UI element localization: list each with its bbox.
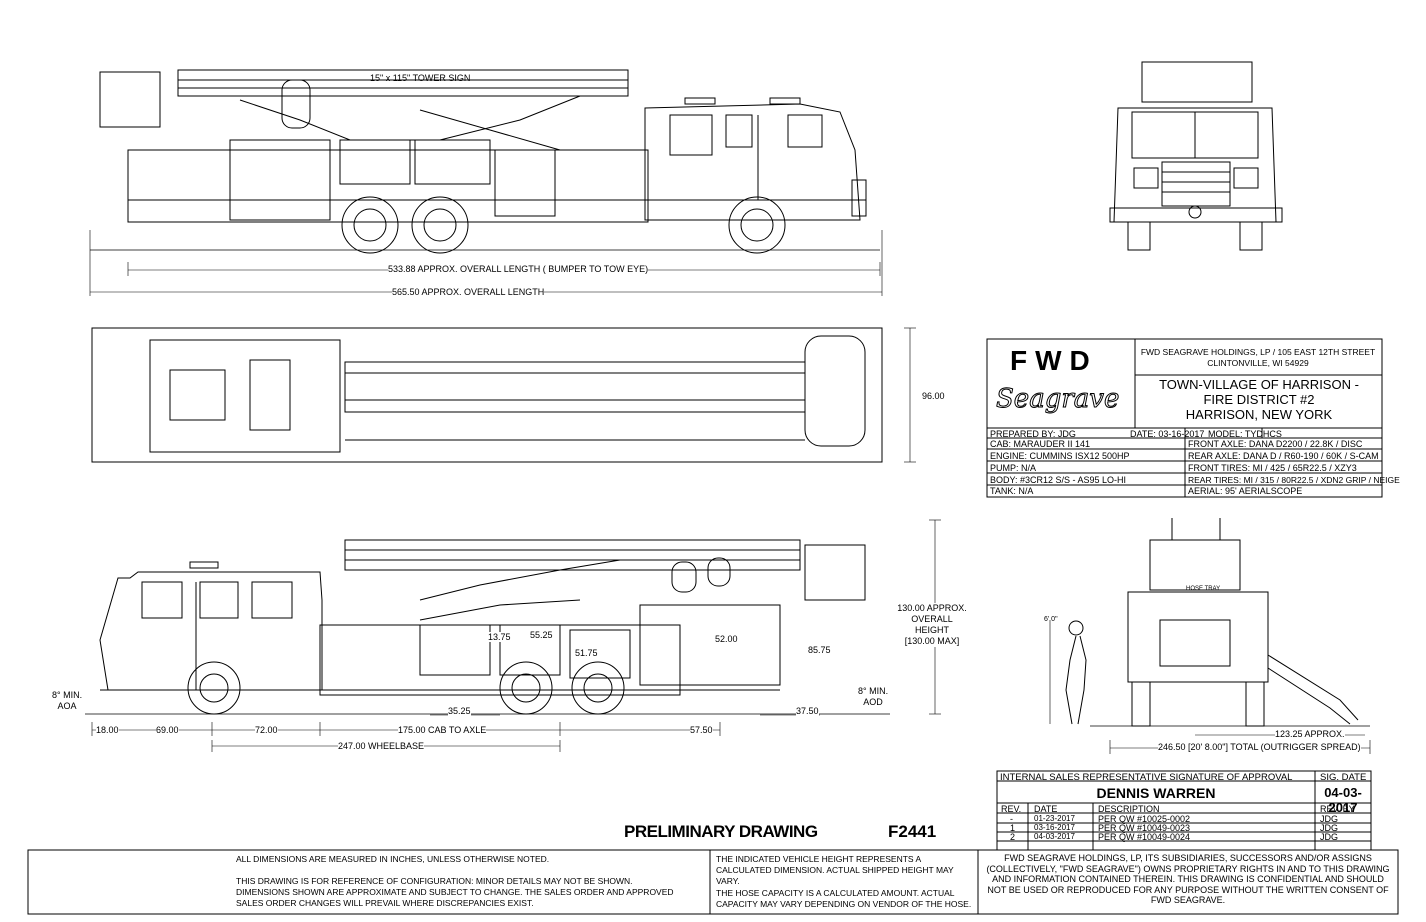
outrigger-half-dim: 123.25 APPROX. [1275,729,1345,739]
dim-55: 55.25 [530,630,553,640]
height-dim: 130.00 APPROX. OVERALL HEIGHT [130.00 MA… [896,603,968,647]
note-hose: THE HOSE CAPACITY IS A CALCULATED AMOUNT… [716,888,972,909]
dim-37: 37.50 [796,706,819,716]
side-view-bottom [85,519,941,752]
rev-row-0-desc: PER QW #10025-0002 [1098,814,1191,824]
rev-header-date: DATE [1034,804,1058,814]
rear-angle-dim: 8° MIN. AOD [858,686,889,707]
spec-front-tires: FRONT TIRES: MI / 425 / 65R22.5 / XZY3 [1188,463,1357,473]
front-angle-dim: 8° MIN. AOA [52,690,83,711]
rev-row-2-desc: PER QW #10049-0024 [1098,832,1191,842]
model: MODEL: TYDHCS [1208,429,1282,439]
note-proprietary: FWD SEAGRAVE HOLDINGS, LP, ITS SUBSIDIAR… [986,853,1390,905]
spec-engine: ENGINE: CUMMINS ISX12 500HP [990,451,1130,461]
rev-row-1-by: JDG [1320,823,1338,833]
spec-aerial: AERIAL: 95' AERIALSCOPE [1188,486,1303,496]
rear-view [1049,518,1371,754]
rev-header-by: REV. BY [1320,804,1355,814]
dim-52: 52.00 [715,634,738,644]
note-dimensions: ALL DIMENSIONS ARE MEASURED IN INCHES, U… [236,854,550,864]
approval-header: INTERNAL SALES REPRESENTATIVE SIGNATURE … [1000,772,1293,783]
dim-85: 85.75 [808,645,831,655]
outrigger-total-dim: 246.50 [20' 8.00"] TOTAL (OUTRIGGER SPRE… [1158,742,1361,752]
rev-row-2-rev: 2 [1010,832,1016,842]
spec-rear-tires: REAR TIRES: MI / 315 / 80R22.5 / XDN2 GR… [1188,475,1400,485]
customer-name: TOWN-VILLAGE OF HARRISON - FIRE DISTRICT… [1159,377,1359,422]
spec-front-axle: FRONT AXLE: DANA D2200 / 22.8K / DISC [1188,439,1363,449]
dim-175: 175.00 CAB TO AXLE [398,725,487,735]
rev-header-desc: DESCRIPTION [1098,804,1160,814]
dim-57: 57.50 [690,725,713,735]
prepared-by: PREPARED BY: JDG [990,429,1076,439]
side-view-top [89,69,883,296]
approval-frame [996,770,1372,851]
rev-header-rev: REV. [1001,804,1022,814]
dim-69: 69.00 [156,725,179,735]
dim-72: 72.00 [255,725,278,735]
drawing-date: DATE: 03-16-2017 [1130,429,1205,439]
sig-date-label: SIG. DATE [1320,772,1367,783]
rev-row-1-rev: 1 [1010,823,1016,833]
spec-pump: PUMP: N/A [990,463,1037,473]
overall-length-bumper-dim: 533.88 APPROX. OVERALL LENGTH ( BUMPER T… [388,264,649,274]
spec-tank: TANK: N/A [990,486,1034,496]
approval-date: 04-03-2017 [1324,785,1362,815]
rev-row-1-date: 03-16-2017 [1034,823,1075,832]
title-block-frame [986,338,1383,498]
spec-cab: CAB: MARAUDER II 141 [990,439,1091,449]
front-view [1109,61,1283,251]
spec-rear-axle: REAR AXLE: DANA D / R60-190 / 60K / S-CA… [1188,451,1379,461]
dim-51: 51.75 [575,648,598,658]
company-address: FWD SEAGRAVE HOLDINGS, LP / 105 EAST 12T… [1140,347,1376,368]
top-view [91,327,916,463]
note-height: THE INDICATED VEHICLE HEIGHT REPRESENTS … [716,854,954,886]
drawing-number: F2441 [888,822,937,841]
dim-13: 13.75 [488,632,511,642]
rev-row-1-desc: PER QW #10049-0023 [1098,823,1191,833]
dim-247: 247.00 WHEELBASE [338,741,425,751]
note-reference: THIS DRAWING IS FOR REFERENCE OF CONFIGU… [236,876,674,908]
overall-length-dim: 565.50 APPROX. OVERALL LENGTH [392,287,545,297]
rev-row-0-date: 01-23-2017 [1034,814,1075,823]
rev-row-0-by: JDG [1320,814,1338,824]
notes-frame [27,849,1399,915]
seagrave-logo: Seagrave [995,384,1120,415]
hose-tray-label: HOSE TRAY [1186,586,1221,592]
dim-18: 18.00 [96,725,119,735]
width-dim: 96.00 [922,391,945,401]
rev-row-2-by: JDG [1320,832,1338,842]
spec-body: BODY: #3CR12 S/S - AS95 LO-HI [990,475,1127,485]
figure-height-label: 6' 0" [1044,616,1058,623]
tower-sign-label: 15" x 115" TOWER SIGN [370,73,471,83]
fwd-logo: FWD [1010,345,1098,376]
approver-name: DENNIS WARREN [1096,785,1216,801]
rev-row-0-rev: - [1010,814,1013,824]
drawing-status: PRELIMINARY DRAWING [624,822,818,841]
dim-35: 35.25 [448,706,471,716]
rev-row-2-date: 04-03-2017 [1034,832,1075,841]
